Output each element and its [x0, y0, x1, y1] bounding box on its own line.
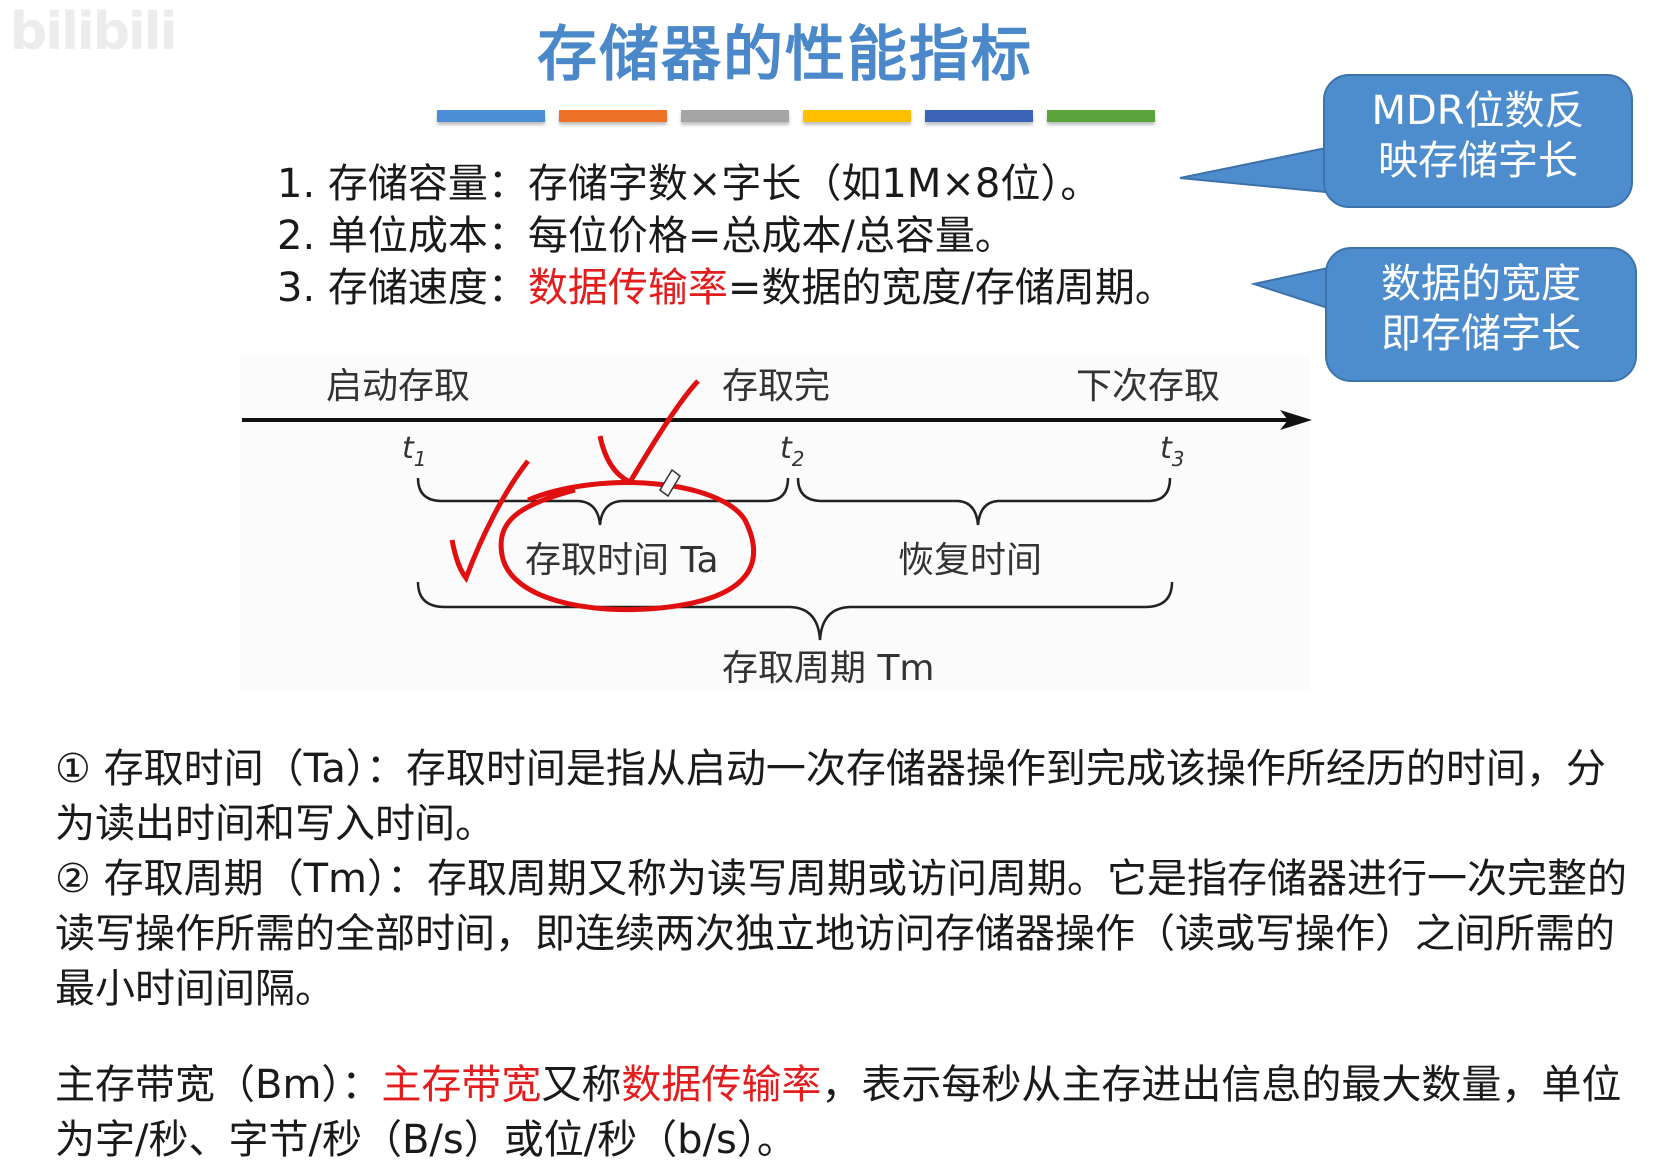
bilibili-watermark: bilibili — [10, 2, 177, 62]
callout-mdr: MDR位数反 映存储字长 — [1323, 74, 1633, 208]
metric-unit-cost: 2. 单位成本：每位价格=总成本/总容量。 — [277, 210, 1175, 262]
callout-data-width: 数据的宽度 即存储字长 — [1325, 247, 1637, 382]
color-bar — [1047, 110, 1155, 122]
metric-label: 2. 单位成本： — [277, 213, 528, 259]
metrics-list: 1. 存储容量：存储字数×字长（如1M×8位）。 2. 单位成本：每位价格=总成… — [277, 158, 1175, 314]
color-bar — [681, 110, 789, 122]
color-bar — [803, 110, 911, 122]
color-bar-divider — [437, 110, 1155, 122]
paragraph-access-cycle: ② 存取周期（Tm）：存取周期又称为读写周期或访问周期。它是指存储器进行一次完整… — [55, 856, 1627, 1012]
bandwidth-highlight: 主存带宽 — [381, 1062, 542, 1108]
metric-text: 每位价格=总成本/总容量。 — [527, 213, 1015, 259]
metric-capacity: 1. 存储容量：存储字数×字长（如1M×8位）。 — [277, 158, 1175, 210]
page-title: 存储器的性能指标 — [537, 20, 1033, 90]
bandwidth-prefix: 主存带宽（Bm）： — [55, 1062, 382, 1108]
callout-line: 数据的宽度 — [1381, 261, 1581, 307]
bandwidth-mid: 又称 — [541, 1062, 622, 1108]
metric-label: 1. 存储容量： — [277, 161, 528, 207]
metric-speed: 3. 存储速度：数据传输率=数据的宽度/存储周期。 — [277, 262, 1175, 314]
callout-line: 即存储字长 — [1381, 311, 1581, 357]
bandwidth-rest: ，表示每秒从主存进出信息的最大数量，单位为字/秒、字节/秒（B/s）或位/秒（b… — [55, 1062, 1622, 1163]
metric-text: =数据的宽度/存储周期。 — [727, 265, 1175, 311]
color-bar — [559, 110, 667, 122]
color-bar — [925, 110, 1033, 122]
callout-line: MDR位数反 — [1371, 88, 1585, 134]
paragraph-bandwidth: 主存带宽（Bm）：主存带宽又称数据传输率，表示每秒从主存进出信息的最大数量，单位… — [55, 1058, 1635, 1168]
paragraph-access-time: ① 存取时间（Ta）：存取时间是指从启动一次存储器操作到完成该操作所经历的时间，… — [55, 746, 1606, 847]
metric-label: 3. 存储速度： — [277, 265, 528, 311]
transfer-rate-highlight: 数据传输率 — [621, 1062, 822, 1108]
metric-text: 存储字数×字长（如1M×8位）。 — [527, 161, 1101, 207]
metric-highlight: 数据传输率 — [527, 265, 728, 311]
color-bar — [437, 110, 545, 122]
callout-line: 映存储字长 — [1378, 138, 1578, 184]
